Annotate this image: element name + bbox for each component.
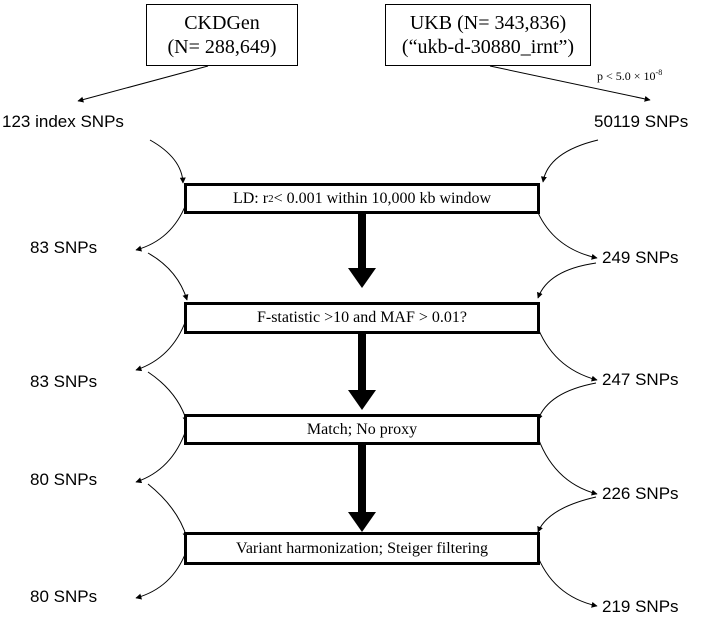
right-curve-249-to-fstat — [536, 262, 597, 299]
left-curve-83-to-fstat — [147, 252, 189, 301]
right-initial-count: 50119 SNPs — [594, 112, 689, 131]
left-count-after-harmonize: 80 SNPs — [30, 587, 98, 606]
ld-step-suffix: < 0.001 within 10,000 kb window — [273, 189, 492, 207]
ckdgen-to-index-arrow — [77, 65, 209, 103]
ld-step-prefix: LD: r — [232, 189, 269, 207]
ckdgen-name: CKDGen — [184, 12, 260, 34]
ld-step-sup: 2 — [268, 192, 274, 205]
match-step: Match; No proxy — [184, 414, 540, 445]
ckdgen-source-box: CKDGen (N= 288,649) — [146, 4, 298, 66]
right-curve-fstat-to-247 — [535, 322, 598, 382]
right-count-after-fstat: 247 SNPs — [602, 370, 679, 389]
p-value-threshold: p < 5.0 × 10-8 — [597, 68, 662, 84]
left-curve-match-to-80 — [135, 429, 187, 484]
p-value-exponent: -8 — [655, 68, 663, 77]
right-count-after-harmonize: 219 SNPs — [602, 597, 679, 616]
left-curve-index-to-ld — [149, 139, 186, 184]
right-curve-247-to-match — [536, 382, 597, 421]
ukb-to-snps-arrow — [489, 65, 651, 102]
right-count-after-match: 226 SNPs — [602, 484, 679, 503]
right-curve-harmonize-to-219 — [535, 551, 598, 608]
harmonize-step-label: Variant harmonization; Steiger filtering — [236, 539, 488, 557]
left-curve-harmonize-to-80 — [135, 551, 187, 600]
left-connectors — [135, 139, 189, 600]
fstat-step-label: F-statistic >10 and MAF > 0.01? — [256, 309, 468, 326]
left-curve-83-to-match — [147, 371, 189, 423]
left-curve-80-to-harmonize — [147, 483, 189, 539]
left-count-after-ld: 83 SNPs — [30, 238, 98, 257]
left-count-after-match: 80 SNPs — [30, 470, 98, 489]
fstat-maf-step: F-statistic >10 and MAF > 0.01? — [184, 302, 540, 334]
right-curve-ld-to-249 — [535, 207, 598, 260]
right-connectors — [535, 139, 599, 608]
ukb-source-box: UKB (N= 343,836) (“ukb-d-30880_irnt”) — [385, 4, 591, 66]
p-value-base: p < 5.0 × 10 — [597, 69, 656, 83]
harmonize-step: Variant harmonization; Steiger filtering — [184, 532, 540, 565]
ckdgen-sample-size: (N= 288,649) — [167, 36, 277, 58]
ukb-name: UKB (N= 343,836) — [409, 12, 567, 34]
right-curve-match-to-226 — [535, 431, 598, 496]
right-curve-226-to-harmonize — [537, 496, 597, 533]
right-curve-snps-to-ld — [540, 139, 599, 183]
left-curve-fstat-to-83 — [135, 319, 187, 372]
right-count-after-ld: 249 SNPs — [602, 248, 679, 267]
match-step-label: Match; No proxy — [306, 420, 418, 438]
left-initial-count: 123 index SNPs — [2, 112, 124, 131]
left-curve-ld-to-83 — [135, 203, 187, 252]
central-flow-arrows — [348, 214, 376, 532]
ukb-dataset-id: (“ukb-d-30880_irnt”) — [401, 36, 575, 58]
left-count-after-fstat: 83 SNPs — [30, 372, 98, 391]
